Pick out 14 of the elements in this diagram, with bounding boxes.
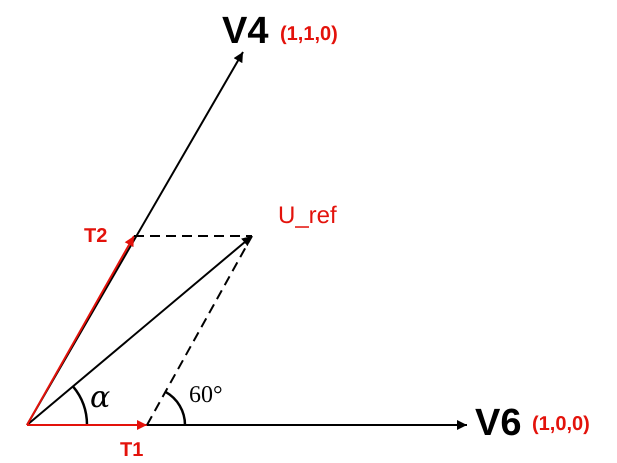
state-code: (1,0,0) (532, 414, 590, 434)
angle-label: 60° (189, 383, 223, 407)
time-label: T1 (120, 440, 144, 460)
vector-label: V6 (475, 404, 522, 442)
state-code: (1,1,0) (280, 24, 338, 44)
vector-label: V4 (222, 12, 268, 50)
dashed-line (134, 235, 252, 237)
vector-label: U_ref (278, 204, 337, 228)
vector-arrow (26, 235, 253, 426)
dashed-line (146, 236, 253, 426)
vector-arrow (27, 420, 147, 430)
time-label: T2 (84, 226, 108, 246)
angle-label: α (90, 383, 110, 413)
vector-arrow (26, 236, 135, 426)
